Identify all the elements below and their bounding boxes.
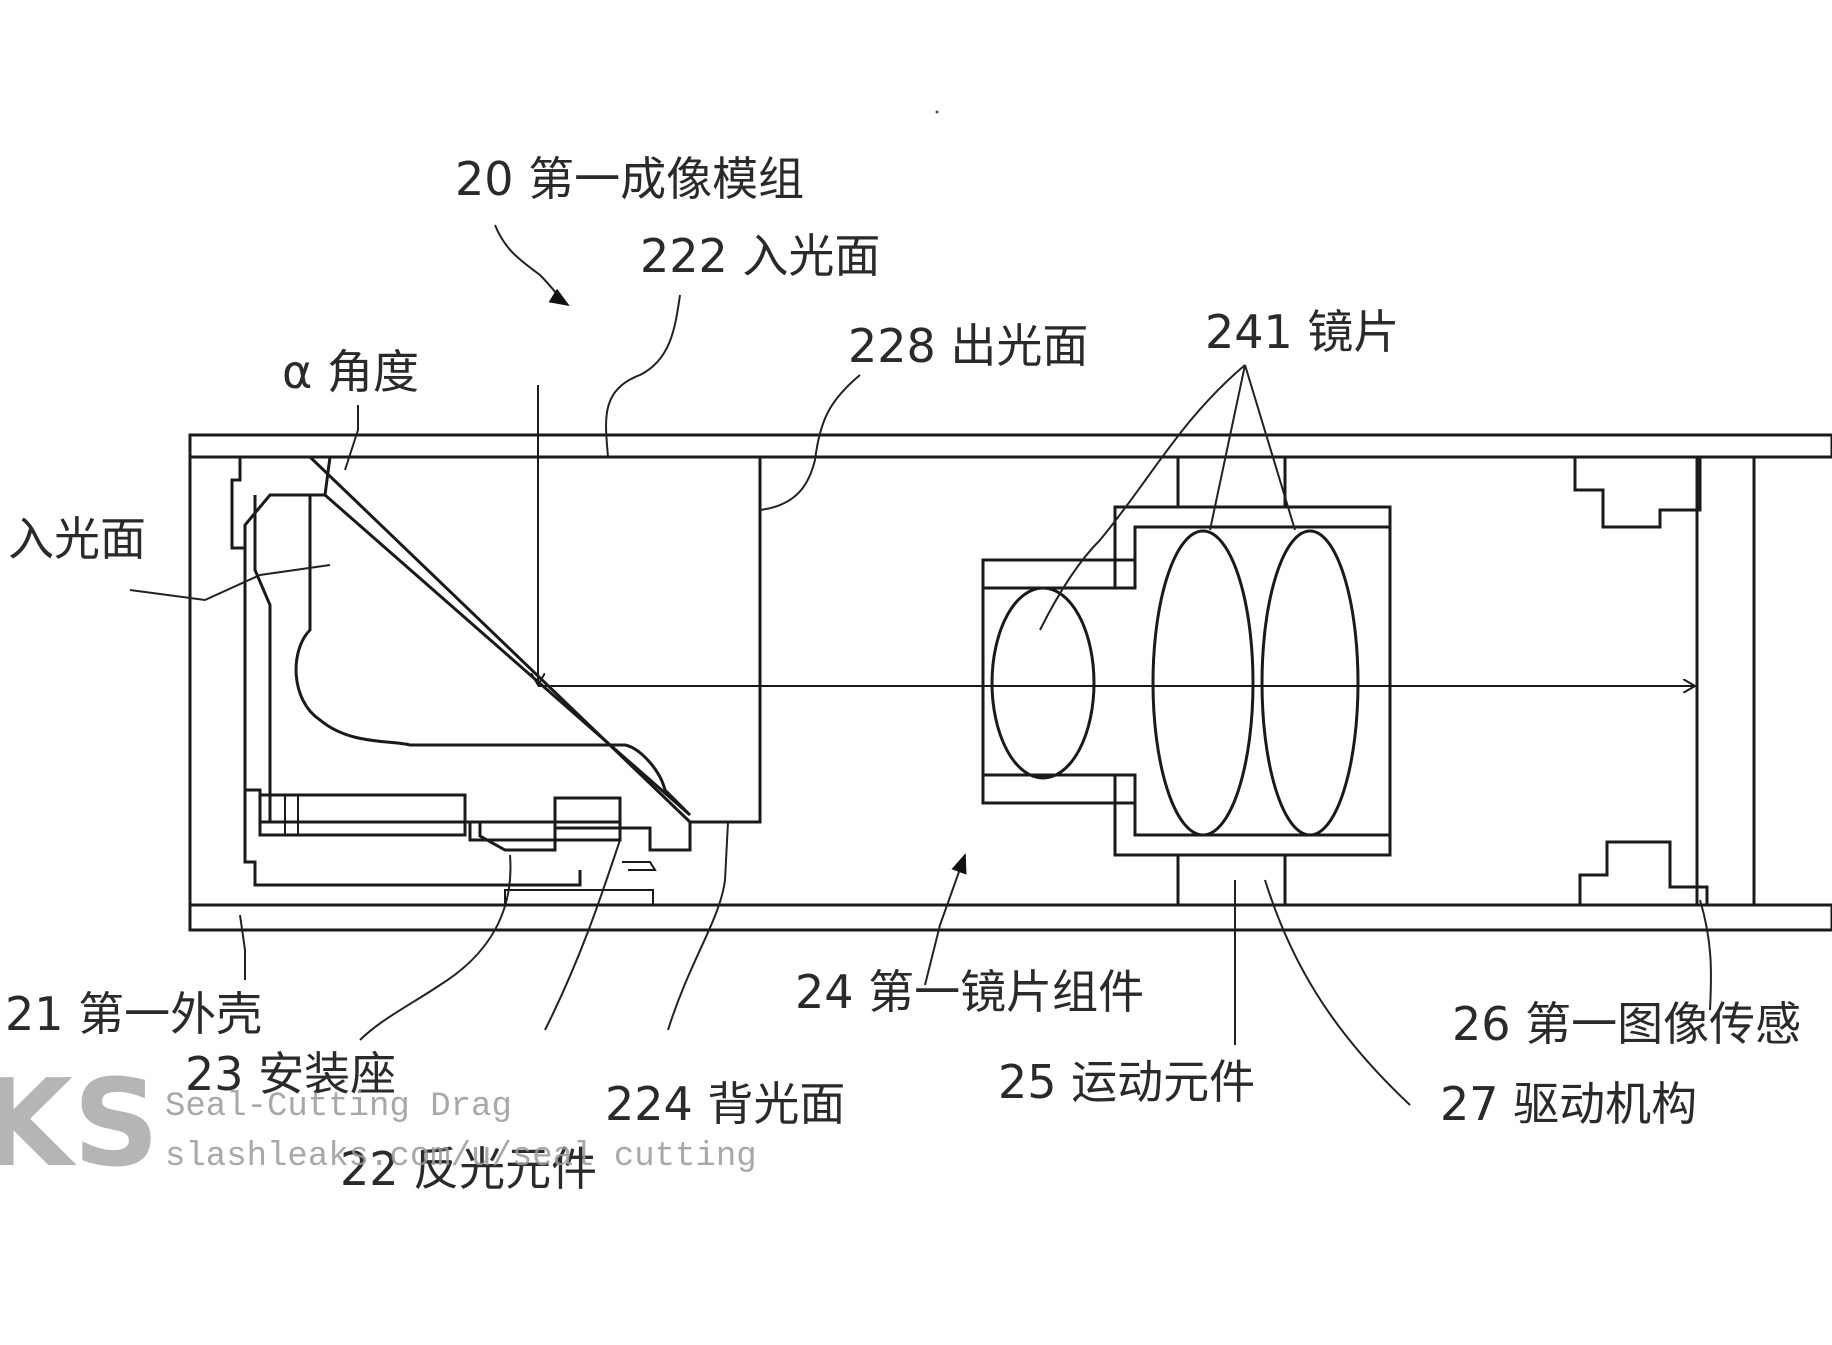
reflecting-surface xyxy=(308,455,692,824)
label-lens-241: 241 镜片 xyxy=(1205,305,1399,359)
housing-top-wall xyxy=(188,433,1832,459)
reflector-22-prism xyxy=(243,455,762,906)
leader-23 xyxy=(359,854,512,1041)
leader-27 xyxy=(1264,879,1411,1106)
watermark-line-2: slashleaks.com/u/seal cutting xyxy=(165,1138,757,1176)
scan-speck xyxy=(935,110,939,114)
barrel-front-bottom xyxy=(981,773,1137,805)
watermark-line-1: Seal-Cutting Drag xyxy=(165,1088,512,1126)
sensor-bracket-top xyxy=(1573,455,1702,529)
sensor-plate xyxy=(1695,455,1756,907)
optical-ray xyxy=(538,385,1695,686)
sensor-bracket-bottom xyxy=(1578,840,1709,907)
lens-241-small xyxy=(990,586,1096,780)
leader-241-c xyxy=(1244,364,1296,531)
prism-body xyxy=(243,455,762,852)
moving-block-bottom xyxy=(1176,853,1287,907)
housing-21 xyxy=(188,433,1832,932)
label-light-in-surface-222: 222 入光面 xyxy=(640,229,880,283)
leader-20 xyxy=(494,224,570,307)
label-back-surface-224: 224 背光面 xyxy=(605,1077,845,1131)
label-moving-element-25: 25 运动元件 xyxy=(998,1055,1255,1109)
leader-24 xyxy=(924,853,967,986)
barrel-step-top xyxy=(1113,505,1392,590)
leader-21 xyxy=(239,914,246,980)
leader-224 xyxy=(667,821,729,1031)
moving-block-top xyxy=(1176,455,1287,509)
label-alpha-angle: α 角度 xyxy=(282,345,419,399)
image-sensor-26 xyxy=(1573,455,1756,907)
bottom-strip xyxy=(504,889,654,906)
label-mount-23: 23 安装座 xyxy=(185,1047,396,1101)
lens-assembly-24 xyxy=(981,505,1392,857)
label-reflector-22: 22 反光元件 xyxy=(340,1142,597,1196)
lens-241-large-2 xyxy=(1260,529,1360,837)
leader-lines xyxy=(129,224,1712,1106)
watermark: KS Seal-Cutting Drag slashleaks.com/u/se… xyxy=(0,1055,757,1194)
housing-bottom-wall xyxy=(188,903,1832,932)
leader-26 xyxy=(1699,899,1712,1011)
leader-22 xyxy=(544,839,621,1031)
label-image-sensor-26: 26 第一图像传感 xyxy=(1452,997,1801,1051)
leader-228 xyxy=(759,374,861,511)
label-housing-21: 21 第一外壳 xyxy=(5,987,262,1041)
lens-241-large-1 xyxy=(1151,529,1255,837)
label-light-out-surface-228: 228 出光面 xyxy=(848,319,1088,373)
prism-base-plate xyxy=(258,793,467,837)
label-lens-assembly-24: 24 第一镜片组件 xyxy=(795,965,1144,1019)
leader-222 xyxy=(605,294,681,458)
prism-cavity xyxy=(294,493,692,817)
label-module-20: 20 第一成像模组 xyxy=(455,152,804,206)
barrel-step-bottom xyxy=(1113,773,1392,857)
label-light-in-surface-left: 入光面 xyxy=(8,512,146,566)
barrel-front-top xyxy=(981,558,1137,590)
moving-element-25 xyxy=(1176,455,1287,907)
label-drive-mechanism-27: 27 驱动机构 xyxy=(1440,1077,1697,1131)
leader-alpha xyxy=(344,405,359,471)
prism-small-block xyxy=(553,796,622,842)
watermark-logo: KS xyxy=(0,1055,159,1194)
leader-241-b xyxy=(1209,364,1246,531)
leader-241-a xyxy=(1039,364,1246,631)
labels: 20 第一成像模组 222 入光面 228 出光面 241 镜片 α 角度 入光… xyxy=(5,152,1801,1196)
leader-in-surface-left xyxy=(129,564,331,602)
